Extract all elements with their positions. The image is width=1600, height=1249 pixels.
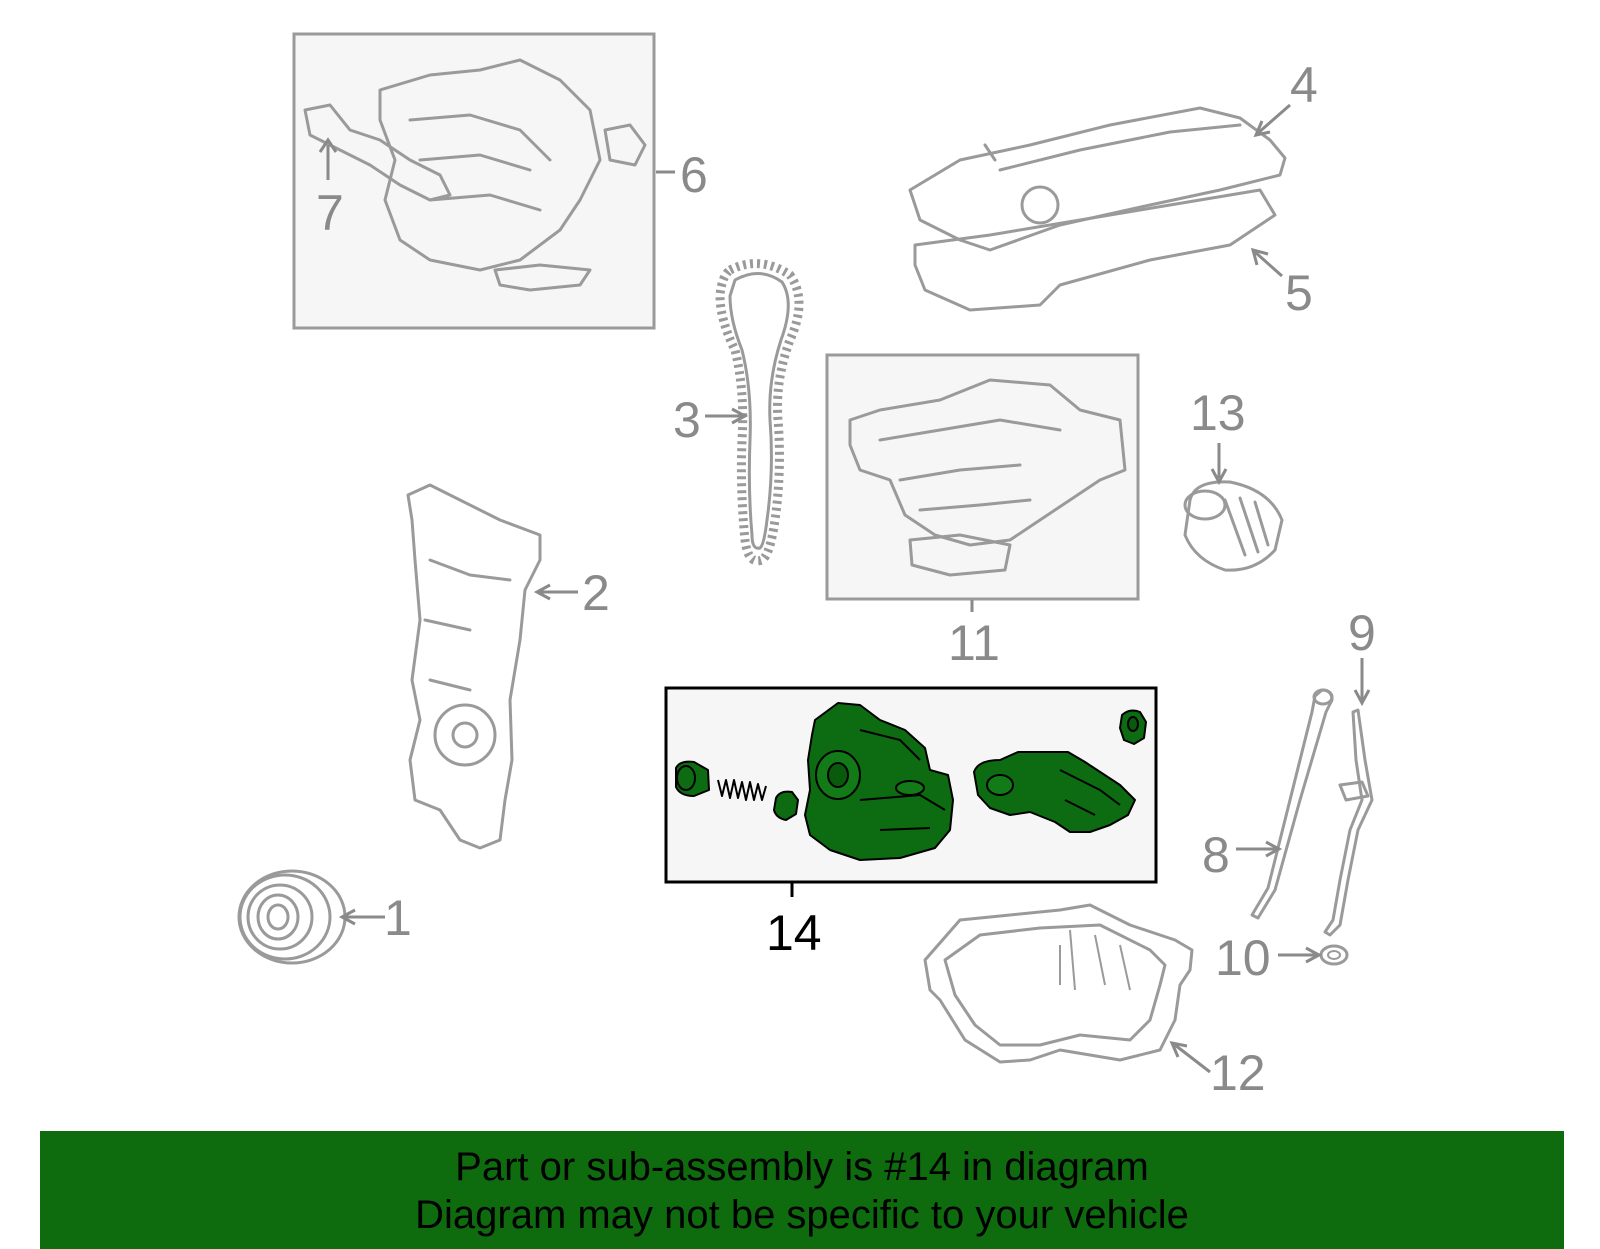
intake-manifold-group [292,32,675,330]
callout-8: 8 [1202,827,1230,883]
callout-4: 4 [1290,57,1318,113]
oil-pump-body [804,702,954,861]
timing-cover [406,483,578,850]
callout-11: 11 [948,615,1000,671]
callout-12: 12 [1210,1045,1266,1101]
banner-line-1: Part or sub-assembly is #14 in diagram [455,1145,1149,1189]
callout-6: 6 [680,147,708,203]
callout-3: 3 [673,392,701,448]
oil-pump-group [664,686,1158,897]
oil-pan-upper [848,378,1127,547]
relief-spring [717,779,767,801]
banner-line-2: Diagram may not be specific to your vehi… [415,1193,1189,1237]
relief-valve [773,790,799,821]
dipstick [1236,688,1334,920]
dipstick-tube [1323,658,1374,937]
callout-14: 14 [766,905,822,961]
callout-5: 5 [1285,265,1313,321]
callout-13: 13 [1190,385,1246,441]
valve-cover [908,106,1287,252]
oil-filter [1183,443,1284,572]
callout-9: 9 [1348,605,1376,661]
intake-manifold-box [292,32,656,330]
crank-pulley [237,869,385,965]
callout-1: 1 [384,890,412,946]
intake-manifold [378,58,602,272]
intake-gasket [303,103,452,202]
valve-cover-gasket [913,188,1277,312]
callout-10: 10 [1215,930,1271,986]
info-banner: Part or sub-assembly is #14 in diagram D… [40,1131,1564,1249]
oil-pan-upper-box [825,353,1140,601]
callout-7: 7 [316,185,344,241]
oil-strainer [973,751,1136,833]
oil-pan [923,903,1211,1074]
valve-cover-group [908,103,1291,312]
oil-pan-upper-group [825,353,1140,612]
callout-2: 2 [582,565,610,621]
timing-chain [705,259,804,566]
drain-washer [1278,944,1349,966]
